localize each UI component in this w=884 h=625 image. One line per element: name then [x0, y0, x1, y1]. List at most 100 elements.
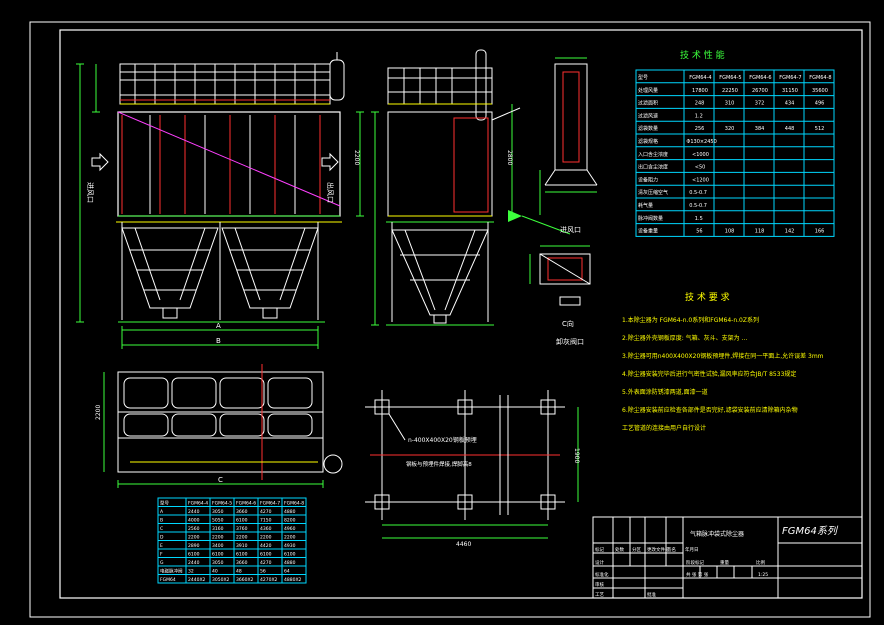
perf-cell: <1000	[692, 152, 709, 158]
flag-marker-icon	[508, 210, 522, 222]
dim-cell: 2440	[188, 560, 200, 566]
dim-cell: 2200	[284, 535, 296, 541]
dim-cell: 2200	[188, 535, 200, 541]
perf-cell: 1.2	[695, 113, 703, 119]
dim-cell: FGM64	[160, 577, 176, 583]
perf-cell: <50	[695, 165, 706, 171]
section-inlet-detail	[508, 57, 598, 235]
perf-cell: 108	[725, 229, 735, 235]
dim-cell: 48	[236, 569, 242, 575]
title-block-cell: 分区	[632, 546, 641, 553]
dim-cell: 6100	[212, 552, 224, 558]
title-block-cell: 更改文件号	[647, 546, 670, 553]
dim-cell: 3400	[212, 543, 224, 549]
dim-cell: 6100	[260, 552, 272, 558]
title-block-cell: 签名	[667, 546, 676, 553]
title-block-cell: 年月日	[685, 546, 699, 553]
front-dim-right: 2200	[353, 150, 360, 165]
dim-cell: 3660	[236, 560, 248, 566]
title-block-cell: 1:25	[758, 572, 768, 578]
perf-cell: 脉冲阀数量	[638, 215, 663, 222]
dim-cell: 4420	[260, 543, 272, 549]
perf-cell: FGM64-5	[719, 75, 741, 81]
tech-req-line: 4.除尘器安装完毕后进行气密性试验,漏风率应符合JB/T 8533规定	[622, 370, 796, 378]
perf-cell: 372	[755, 101, 765, 107]
perf-cell: 0.5-0.7	[689, 203, 707, 209]
dim-cell: 3760	[236, 526, 248, 532]
dim-cell: B	[160, 518, 163, 524]
perf-cell: 118	[755, 229, 765, 235]
title-block-cell: 共 张 第 张	[686, 571, 709, 578]
perf-cell: 56	[696, 229, 702, 235]
dim-cell: D	[160, 535, 164, 541]
perf-cell: 17800	[692, 88, 708, 94]
dim-cell: FGM64-6	[236, 501, 256, 507]
title-block	[592, 516, 863, 599]
front-dim-b: B	[216, 337, 221, 345]
foundation-bolt-note: n-400X400X20钢板预埋	[408, 436, 477, 444]
tech-req-lines: 1.本除尘器为 FGM64-n.0系列和FGM64-n.0Z系列 2.除尘器外壳钢…	[622, 316, 824, 432]
title-block-cell: 重量	[720, 559, 729, 566]
dim-cell: FGM64-7	[260, 501, 280, 507]
dim-cell: 4270	[260, 509, 272, 515]
dim-cell: F	[160, 552, 163, 558]
perf-cell: 310	[725, 101, 735, 107]
tech-req-line: 1.本除尘器为 FGM64-n.0系列和FGM64-n.0Z系列	[622, 316, 759, 324]
perf-cell: 448	[785, 126, 795, 132]
tech-req-line: 5.外表面涂防锈漆两道,面漆一道	[622, 388, 708, 396]
dim-cell: 4000	[188, 518, 200, 524]
title-block-cell: 设计	[595, 559, 604, 566]
dim-cell: 6100	[188, 552, 200, 558]
perf-cell: 滤袋规格	[638, 138, 658, 145]
perf-cell: 入口含尘浓度	[638, 151, 668, 158]
dim-cell: 40	[212, 569, 218, 575]
dim-cell: 3050X2	[212, 577, 230, 583]
outlet-arrow-icon	[321, 152, 339, 172]
dim-cell: 3660X2	[236, 577, 254, 583]
foundation-dim-bottom: 4460	[456, 541, 471, 548]
perf-cell: 256	[695, 126, 705, 132]
tech-req-title: 技 术 要 求	[685, 291, 730, 303]
dim-cell: 8200	[284, 518, 296, 524]
plan-dim-left: 2200	[95, 405, 102, 420]
perf-cell: 142	[785, 229, 795, 235]
dim-cell: 2890	[188, 543, 200, 549]
title-block-cells: 标记处数分区更改文件号签名年月日设计标准化审核工艺批准阶段标记重量比例共 张 第…	[595, 546, 768, 598]
perf-cell: 型号	[638, 74, 648, 81]
plan-view	[103, 364, 343, 488]
inlet-arrow-icon	[91, 152, 109, 172]
front-view	[76, 52, 364, 349]
side-dim-right: 2800	[506, 150, 513, 165]
plan-dim-bottom: C	[218, 476, 223, 484]
foundation-weld-note: 钢板与预埋件焊接,焊脚高8	[406, 460, 472, 468]
tech-req-line: 2.除尘器外壳钢板厚度: 气箱、灰斗、支架为 ...	[622, 334, 747, 342]
dim-cell: 2440X2	[188, 577, 206, 583]
perf-cell: 过滤风速	[638, 112, 658, 119]
dim-cell: 32	[188, 569, 194, 575]
perf-cell: FGM64-8	[809, 75, 831, 81]
dim-cell: FGM64-4	[188, 501, 208, 507]
perf-cell: 清灰压缩空气	[638, 189, 668, 196]
dim-cell: 2200	[260, 535, 272, 541]
perf-cell: 设备重量	[638, 228, 658, 235]
perf-cell: FGM64-6	[749, 75, 771, 81]
dim-cell: A	[160, 509, 164, 515]
dim-cell: 6100	[284, 552, 296, 558]
dim-cell: 56	[260, 569, 266, 575]
dim-cell: 3050	[212, 560, 224, 566]
dim-cell: 2560	[188, 526, 200, 532]
dim-cell: 4880	[284, 560, 296, 566]
perf-cell: 320	[725, 126, 735, 132]
perf-cell: 出口含尘浓度	[638, 164, 668, 171]
dim-cell: C	[160, 526, 163, 532]
front-dim-a: A	[216, 322, 221, 330]
dim-cell: 2200	[236, 535, 248, 541]
section-outlet-detail	[529, 245, 591, 306]
perf-cell: 434	[785, 101, 795, 107]
perf-cell: 496	[815, 101, 825, 107]
perf-cell: 滤袋数量	[638, 125, 658, 132]
perf-cell: 248	[695, 101, 705, 107]
perf-cell: 26700	[752, 88, 768, 94]
